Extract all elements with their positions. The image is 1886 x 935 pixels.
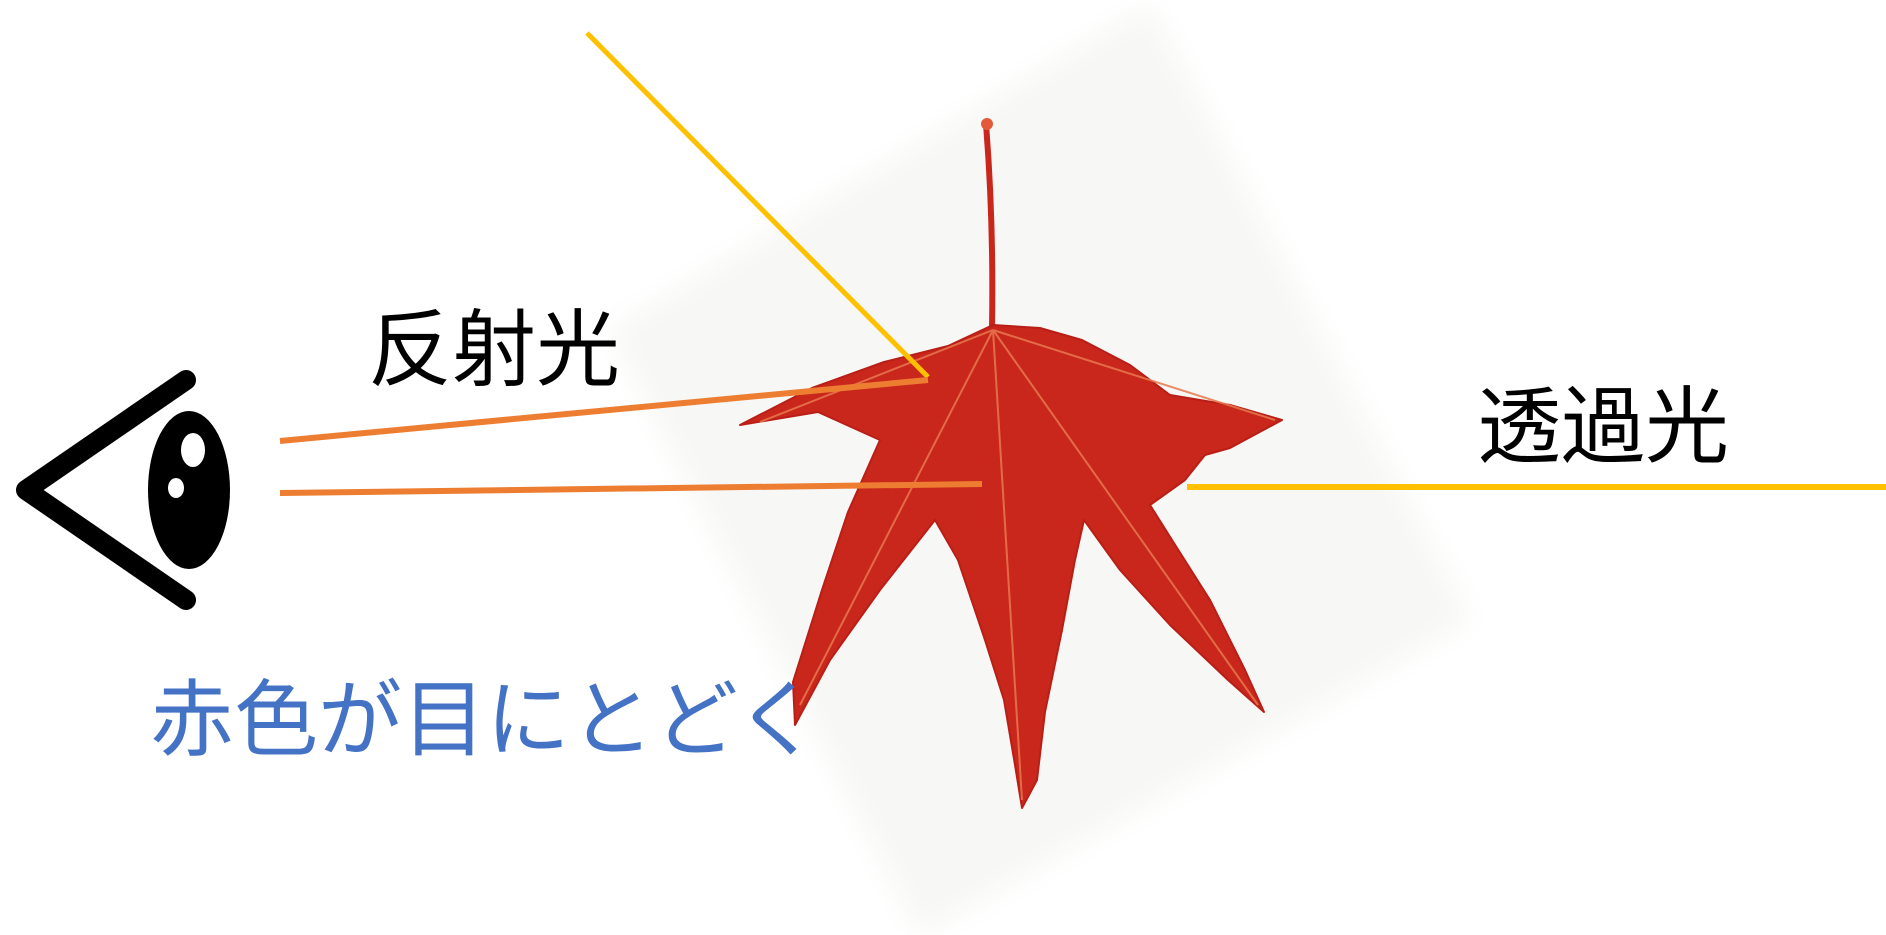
eye-icon — [16, 370, 230, 610]
eye-highlight-small — [168, 478, 184, 498]
leaf-blade — [739, 324, 1283, 809]
leaf-vein — [992, 329, 1023, 801]
reflected-ray-lower — [279, 481, 983, 496]
eye-iris — [148, 411, 230, 569]
caption-label: 赤色が目にとどく — [150, 671, 820, 769]
leaf-vein — [799, 329, 994, 706]
leaf-vein — [759, 329, 994, 423]
maple-leaf — [739, 118, 1283, 809]
leaf-veins — [759, 329, 1276, 801]
transmitted-light-label: 透過光 — [1477, 378, 1730, 476]
incident-ray — [585, 31, 930, 379]
leaf-stem-tip — [981, 118, 993, 130]
reflected-ray-upper — [279, 377, 929, 444]
reflected-light-label: 反射光 — [368, 301, 621, 399]
eye-lid-outline — [16, 370, 196, 610]
leaf-vein — [992, 329, 1259, 706]
leaf-vein — [992, 329, 1276, 421]
leaf-stem — [983, 121, 996, 331]
eye-highlight-large — [181, 433, 205, 467]
